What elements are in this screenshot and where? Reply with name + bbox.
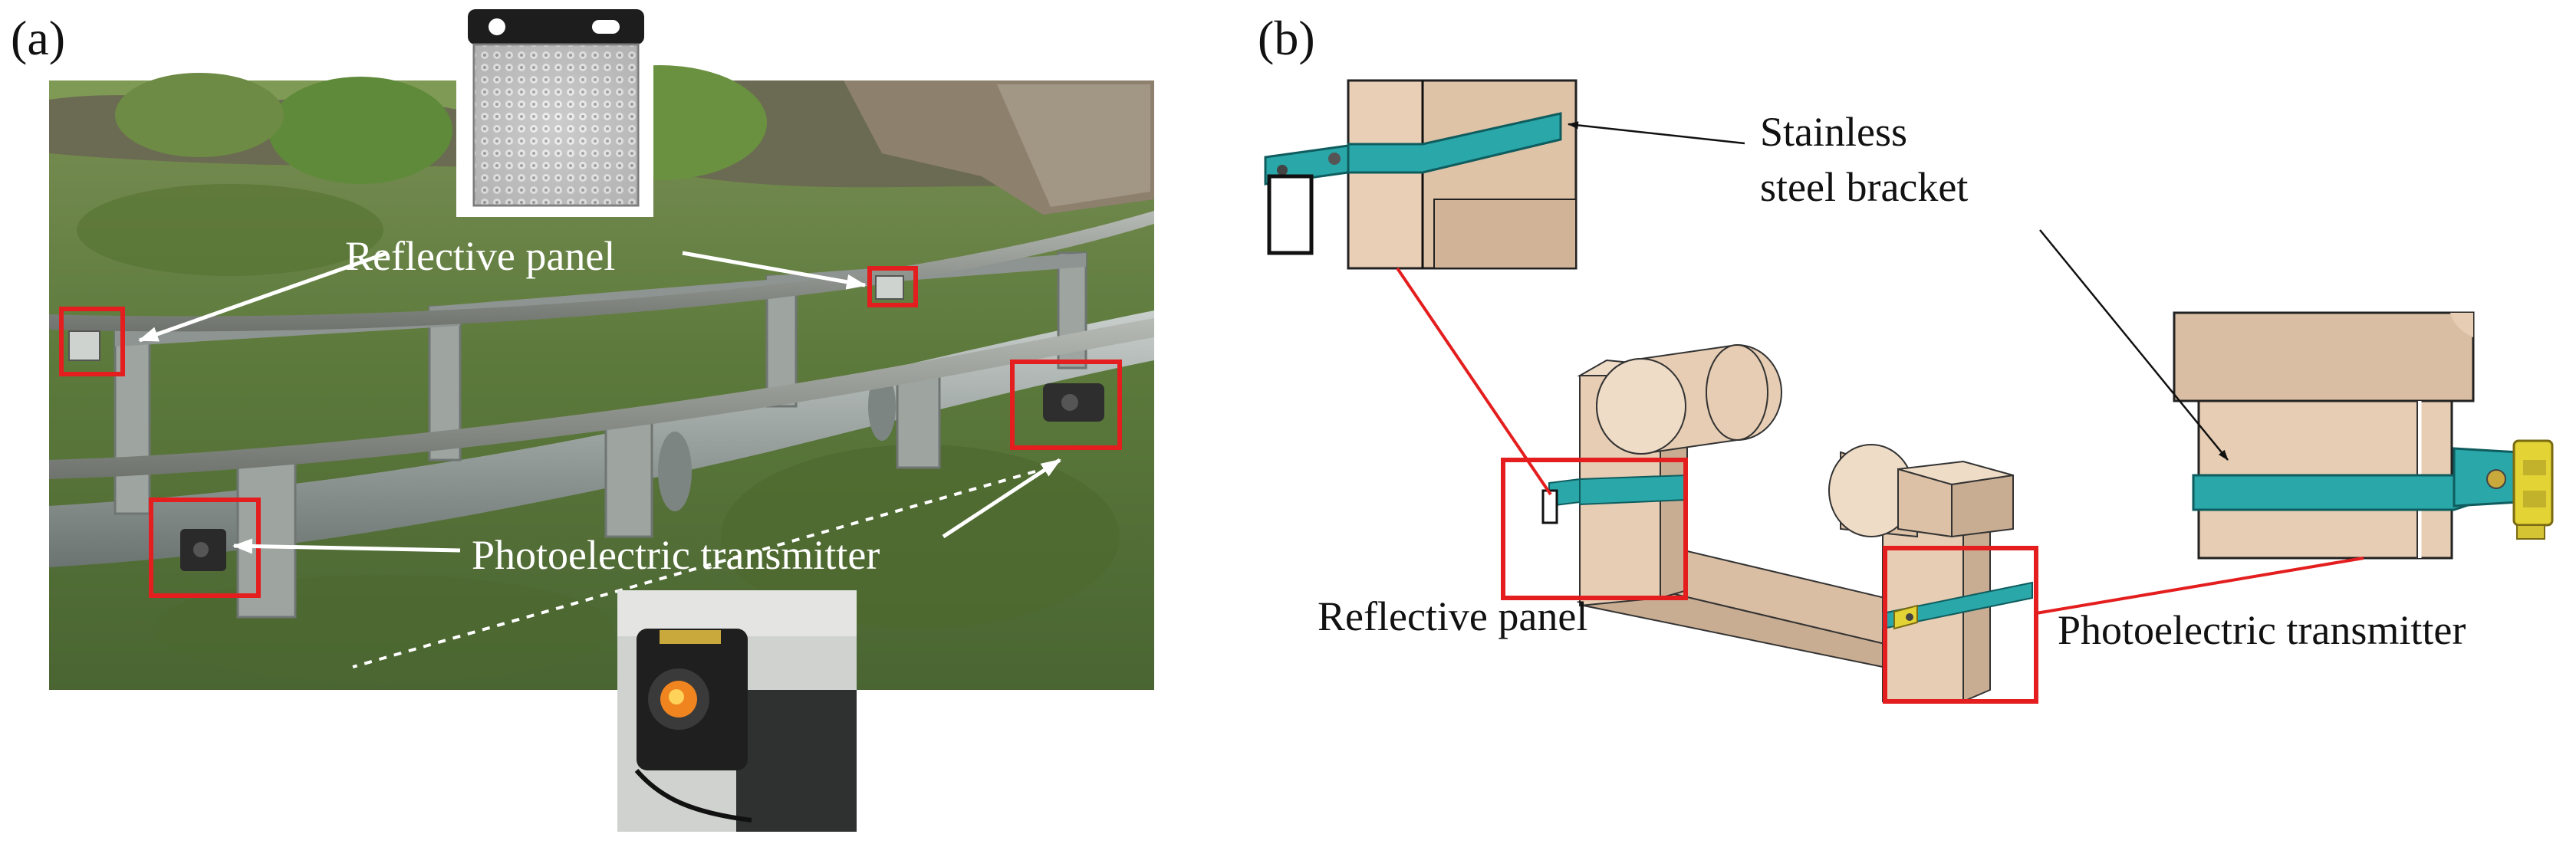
inset-reflector-photo <box>456 0 653 217</box>
label-b-reflective-panel: Reflective panel <box>1318 593 1587 639</box>
reflector-mini-right <box>875 275 904 300</box>
panel-letter-a: (a) <box>11 11 66 65</box>
arrow-transmitter-to-left <box>232 538 461 554</box>
highlight-box-cad-transmitter <box>1883 546 2038 704</box>
inset-transmitter-photo <box>617 590 857 832</box>
arrow-reflective-to-left <box>138 251 388 343</box>
red-leader-reflector <box>1396 267 1552 496</box>
arrow-reflective-to-right <box>682 251 867 290</box>
highlight-box-cad-reflector <box>1501 458 1688 600</box>
arrow-bracket-top <box>1568 121 1745 145</box>
transmitter-mini-right <box>1043 383 1104 422</box>
dashed-leader-line <box>352 470 1036 668</box>
label-b-bracket-line1: Stainless <box>1760 109 1907 155</box>
label-a-reflective-panel: Reflective panel <box>345 233 615 279</box>
inset-transmitter-detail <box>2173 311 2554 560</box>
arrow-transmitter-to-right <box>942 458 1061 539</box>
cad-assembly <box>1541 343 2033 703</box>
transmitter-mini-left <box>180 529 226 571</box>
label-b-photoelectric-transmitter: Photoelectric transmitter <box>2058 607 2466 653</box>
highlight-box-reflector-right <box>867 266 918 307</box>
highlight-box-reflector-left <box>59 307 125 376</box>
panel-letter-b: (b) <box>1258 11 1315 65</box>
highlight-box-transmitter-right <box>1010 360 1122 450</box>
reflective-plate <box>1267 174 1314 255</box>
transmitter-sensor <box>2512 439 2554 540</box>
label-b-bracket-line2: steel bracket <box>1760 164 1968 210</box>
arrow-bracket-right <box>2039 229 2229 461</box>
inset-reflector-detail <box>1264 79 1578 270</box>
reflector-mini-left <box>68 330 100 361</box>
label-a-photoelectric-transmitter: Photoelectric transmitter <box>472 532 880 578</box>
red-leader-transmitter <box>2035 557 2364 615</box>
